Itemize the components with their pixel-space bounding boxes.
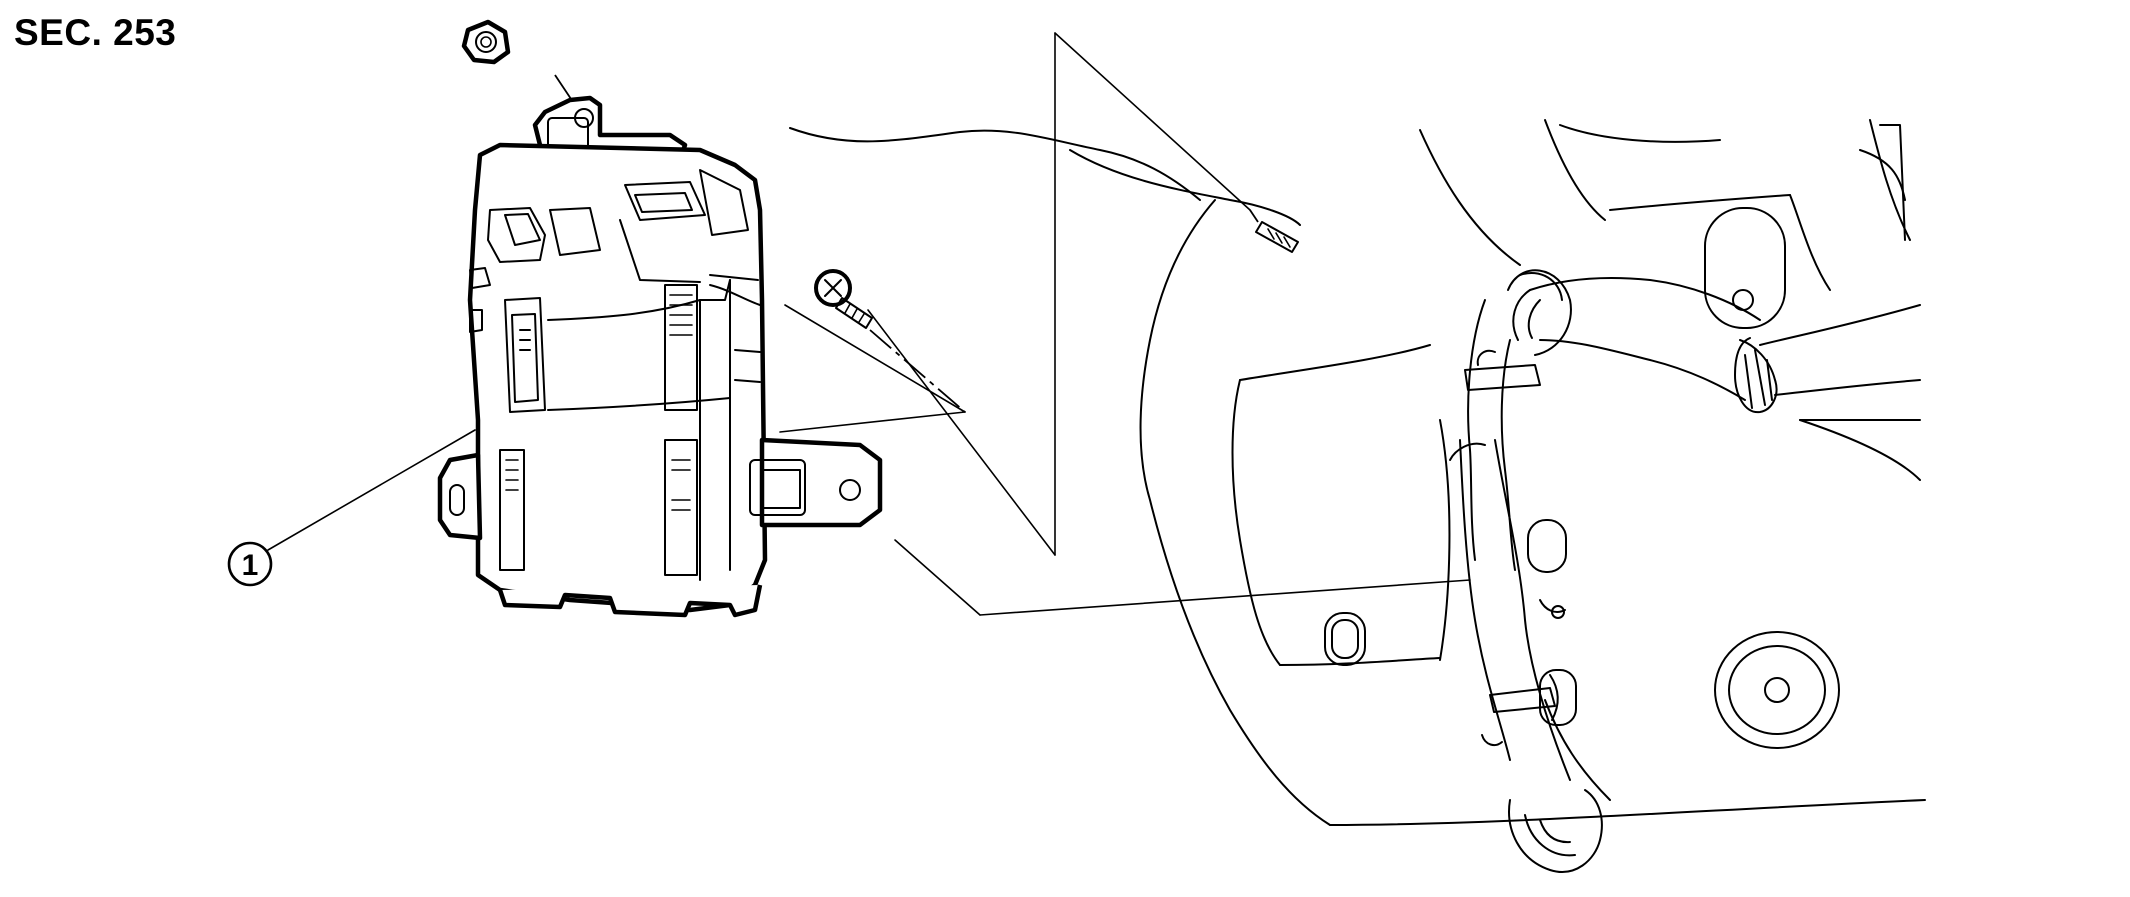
callout-1: 1 (227, 429, 476, 587)
vehicle-body-panel (789, 119, 1926, 826)
section-label: SEC. 253 (14, 12, 177, 53)
wiring-harness (1449, 269, 1761, 873)
stud-bolt-icon (1255, 221, 1299, 253)
nut-icon (461, 19, 511, 65)
callout-1-number: 1 (242, 549, 259, 582)
screw-icon (814, 269, 873, 329)
control-module (437, 95, 883, 618)
